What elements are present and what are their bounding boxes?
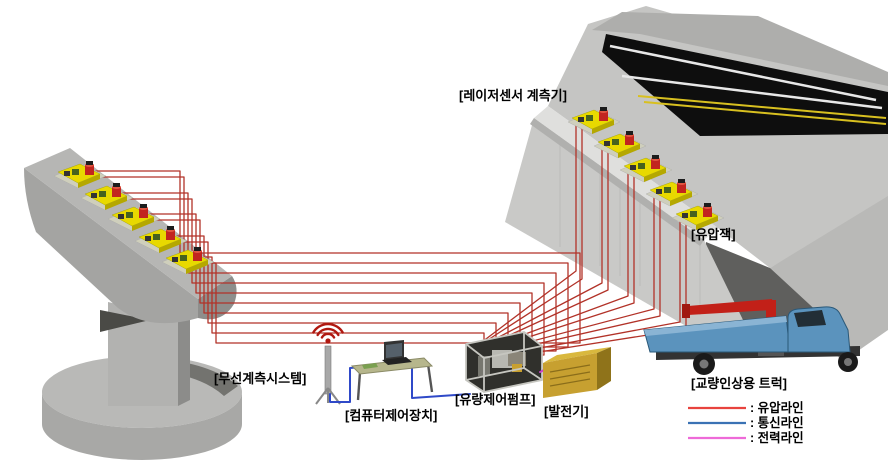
- abutment-right-wing: [770, 196, 888, 362]
- pier-column-side: [178, 312, 190, 406]
- truck-label: [교량인상용 트럭]: [691, 376, 787, 391]
- wifi-signal-icon: [312, 322, 344, 344]
- desk-legs: [356, 363, 434, 401]
- hydraulic-jack-label: [유압잭]: [691, 227, 736, 242]
- truck-bed-rim: [644, 316, 787, 336]
- truck-wheel-hub: [844, 358, 852, 366]
- pier-cap-front: [24, 168, 198, 324]
- antenna-pole: [324, 345, 332, 395]
- center-line-yellow: [643, 101, 887, 125]
- pump-machinery: [508, 352, 526, 366]
- generator-top: [543, 347, 611, 363]
- generator-vents: [549, 364, 591, 387]
- generator-side: [597, 347, 611, 390]
- hydraulic-line: [92, 170, 581, 344]
- hydraulic-line: [200, 262, 473, 380]
- generator-unit: [543, 347, 611, 398]
- lane-line-white: [609, 44, 877, 102]
- legend-label-power: : 전력라인: [750, 430, 804, 445]
- crane-boom: [688, 299, 772, 315]
- bridge-deck-structure: [548, 6, 888, 268]
- laptop: [382, 340, 412, 365]
- center-line-yellow: [637, 95, 887, 119]
- generator-label: [발전기]: [544, 404, 589, 419]
- pier-cap-shadow: [100, 310, 150, 332]
- laptop-keyboard: [382, 357, 412, 365]
- control-desk: [350, 340, 434, 401]
- truck-wheel-hub: [699, 359, 709, 369]
- laptop-display: [386, 343, 402, 358]
- pump-machinery: [512, 364, 522, 372]
- computer-control-label: [컴퓨터제어장치]: [345, 408, 437, 423]
- communication-line: [329, 362, 471, 403]
- pump-unit: [465, 331, 543, 393]
- abutment-wall-face: [505, 118, 744, 334]
- truck-window: [794, 310, 826, 327]
- pump-frame: [465, 331, 543, 393]
- wireless-antenna: [312, 322, 344, 405]
- crane-hook: [682, 304, 690, 318]
- desk-green-pad: [362, 363, 378, 369]
- laser-sensor-label: [레이저센서 계측기]: [459, 88, 567, 103]
- legend-label-hydraulic: : 유압라인: [750, 400, 804, 415]
- bridge-pier: [24, 148, 242, 460]
- hydraulic-line: [200, 256, 485, 376]
- hydraulic-line: [92, 176, 569, 348]
- crane-truck: [643, 299, 860, 375]
- wireless-system-label: [무선계측시스템]: [214, 371, 306, 386]
- pier-footing-body: [42, 392, 242, 460]
- legend: : 유압라인 : 통신라인 : 전력라인: [688, 400, 804, 445]
- pier-column-front: [108, 302, 178, 406]
- deck-parapet: [592, 12, 888, 86]
- flow-pump-label: [유량제어펌프]: [455, 392, 535, 407]
- lane-line-white: [621, 74, 883, 110]
- legend-label-communication: : 통신라인: [750, 415, 804, 430]
